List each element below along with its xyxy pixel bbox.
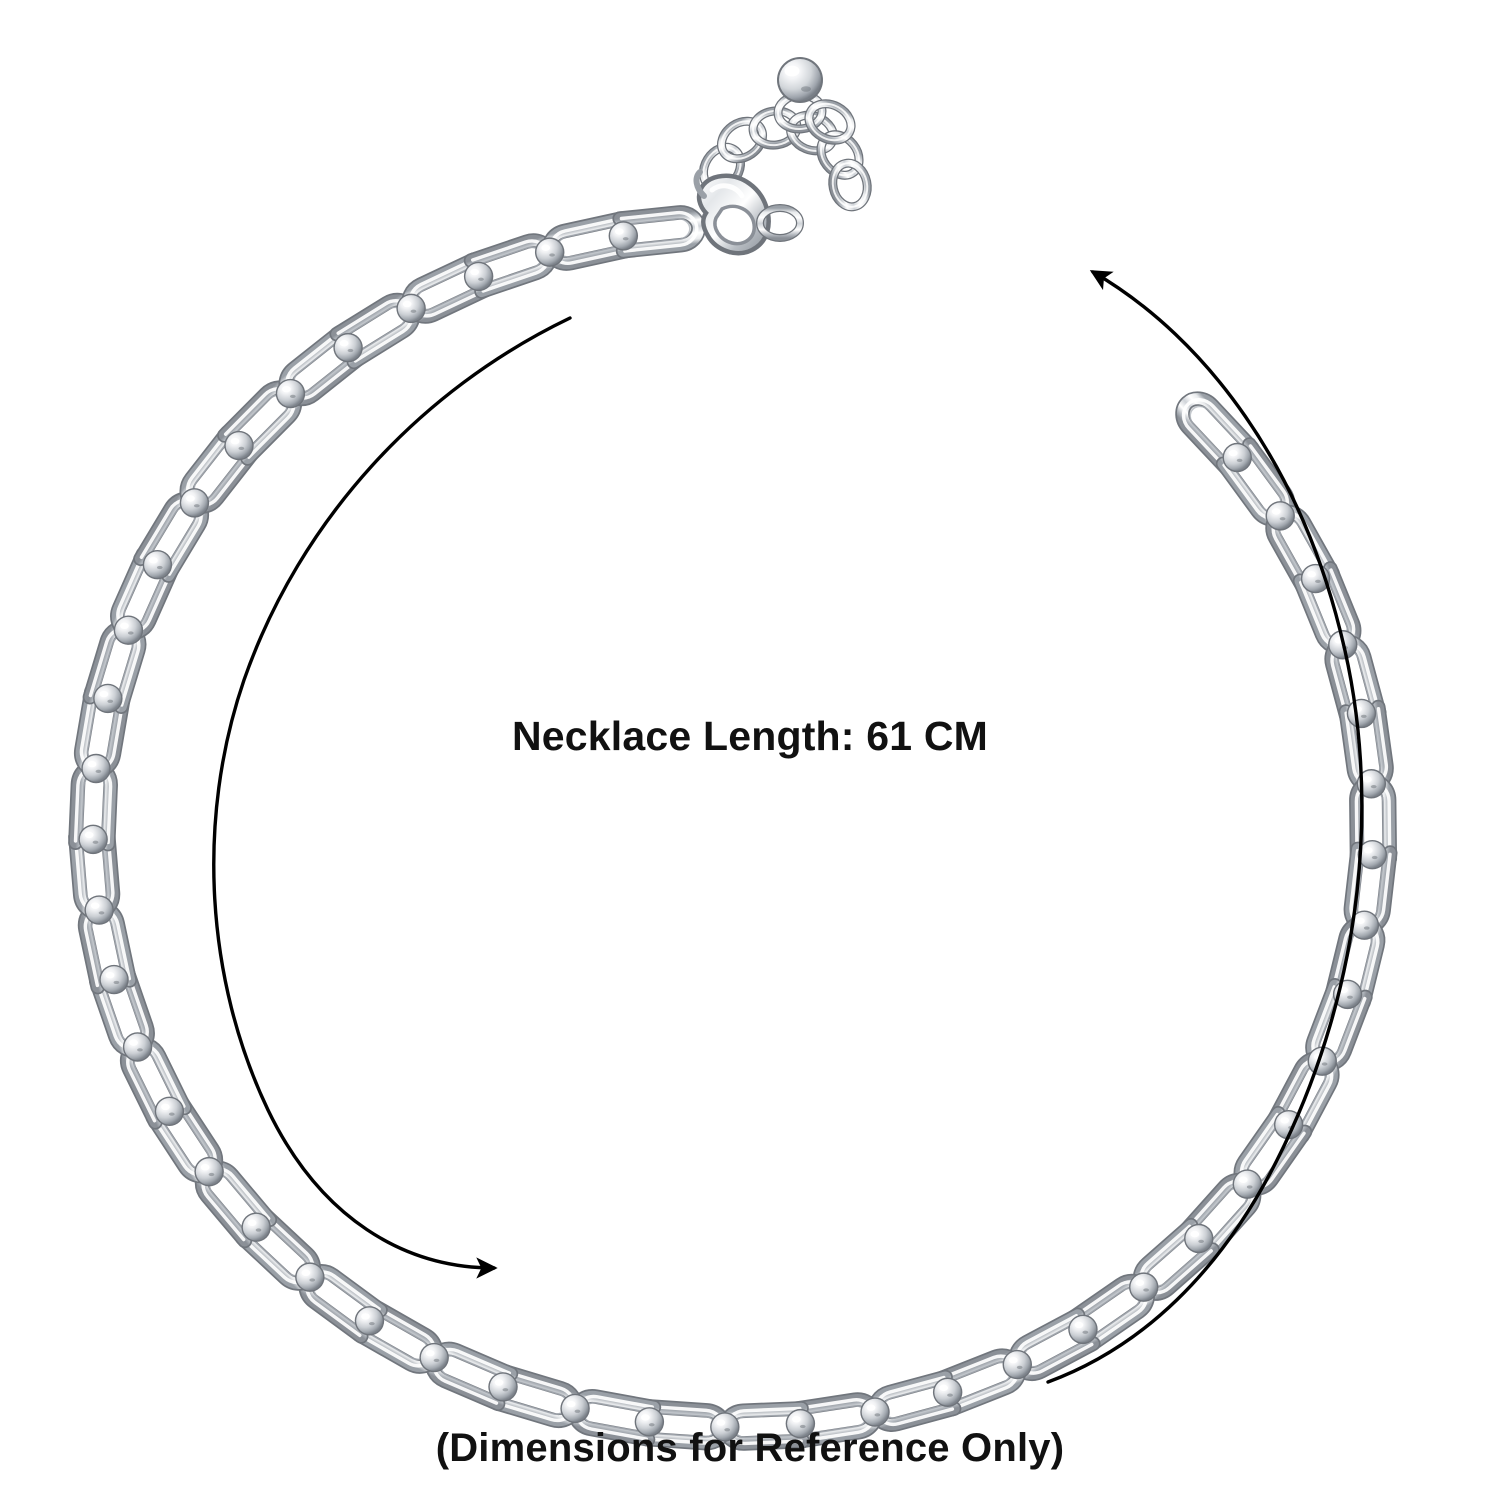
chain-ball-connector — [333, 332, 363, 363]
left-measurement-arc — [212, 316, 572, 1279]
chain-ball-connector — [122, 1032, 153, 1062]
chain-ball-connector — [113, 615, 144, 645]
chain-ball-connector — [93, 683, 123, 714]
chain-ball-connector — [1184, 1223, 1214, 1254]
lobster-clasp-icon — [693, 169, 804, 256]
chain-ball-connector — [194, 1156, 224, 1187]
measurement-annotations — [212, 270, 1364, 1384]
chain-ball-connector — [78, 824, 108, 855]
chain-ball-connector — [179, 488, 210, 518]
necklace-length-label: Necklace Length: 61 CM — [511, 713, 989, 759]
chain-ball-connector — [99, 964, 129, 995]
chain-ball-connector — [1068, 1314, 1098, 1345]
chain-ball-connector — [419, 1342, 449, 1373]
chain-ball-connector — [463, 261, 494, 292]
chain-ball-connector — [1265, 501, 1295, 531]
clasp-assembly — [693, 57, 871, 256]
chain-ball-connector — [224, 430, 254, 461]
chain-ball-connector — [154, 1096, 185, 1127]
chain-ball-connector — [295, 1262, 325, 1292]
chain-ball-connector — [1222, 442, 1252, 473]
chain-ball-connector — [932, 1377, 963, 1407]
chain-ball-connector — [84, 895, 114, 925]
chain-ball-connector — [488, 1372, 518, 1402]
chain-ball-connector — [1002, 1349, 1033, 1380]
chain-ball-connector — [1129, 1272, 1159, 1302]
chain-ball-connector — [534, 237, 565, 267]
dimensions-reference-caption: (Dimensions for Reference Only) — [435, 1426, 1065, 1470]
chain-ball-connector — [354, 1306, 385, 1336]
chain-ball-connector — [608, 221, 639, 251]
right-measurement-arc — [1046, 270, 1364, 1384]
chain-ball-connector — [560, 1393, 590, 1424]
chain-ball-connector — [275, 378, 306, 409]
chain-ball-connector — [860, 1397, 890, 1427]
chain-ball-connector — [396, 293, 426, 324]
chain-ball-connector — [142, 549, 173, 580]
extender-ball-terminal — [777, 57, 823, 103]
chain-ball-connector — [241, 1212, 271, 1242]
